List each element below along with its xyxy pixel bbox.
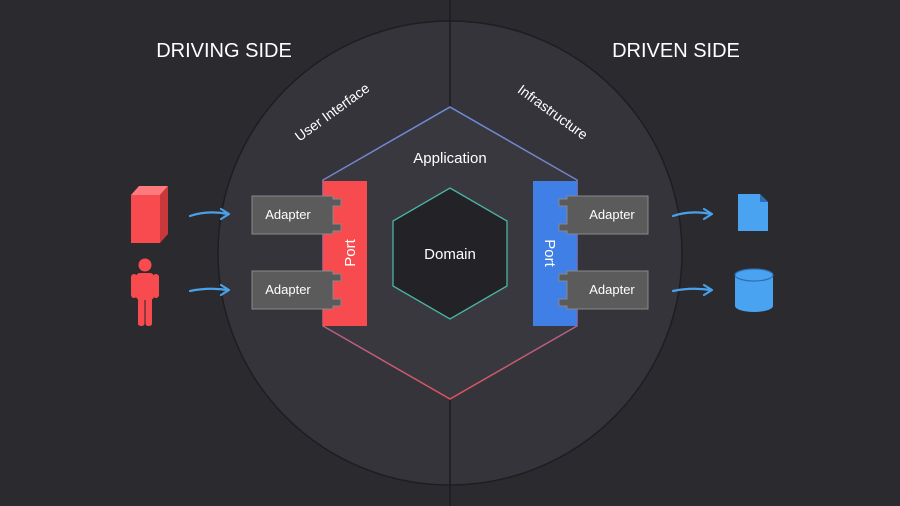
driven-arrow-top: [671, 207, 714, 221]
domain-hexagon: [392, 187, 508, 320]
driven-side-heading: DRIVEN SIDE: [612, 40, 740, 62]
driving-port: [323, 181, 367, 326]
box-icon: [131, 186, 168, 243]
driving-arrow-bottom: [188, 283, 231, 297]
driving-arrow-top: [188, 207, 231, 221]
driven-arrow-bottom: [671, 283, 714, 297]
driven-adapter-top-label: Adapter: [589, 207, 635, 222]
driving-adapter-top-label: Adapter: [265, 207, 311, 222]
driven-adapter-bottom-label: Adapter: [589, 282, 635, 297]
driving-port-label: Port: [342, 238, 359, 266]
driven-port-label: Port: [541, 239, 558, 267]
database-icon: [734, 268, 774, 312]
driven-adapter-bottom: [558, 270, 649, 310]
domain-label: Domain: [424, 246, 476, 263]
application-label: Application: [413, 150, 486, 167]
driving-adapter-bottom: [251, 270, 342, 310]
driving-side-heading: DRIVING SIDE: [156, 40, 292, 62]
file-icon: [738, 194, 768, 231]
driving-adapter-bottom-label: Adapter: [265, 282, 311, 297]
person-icon: [131, 258, 159, 326]
driven-adapter-top: [558, 195, 649, 235]
driven-port: [533, 181, 577, 326]
driving-adapter-top: [251, 195, 342, 235]
